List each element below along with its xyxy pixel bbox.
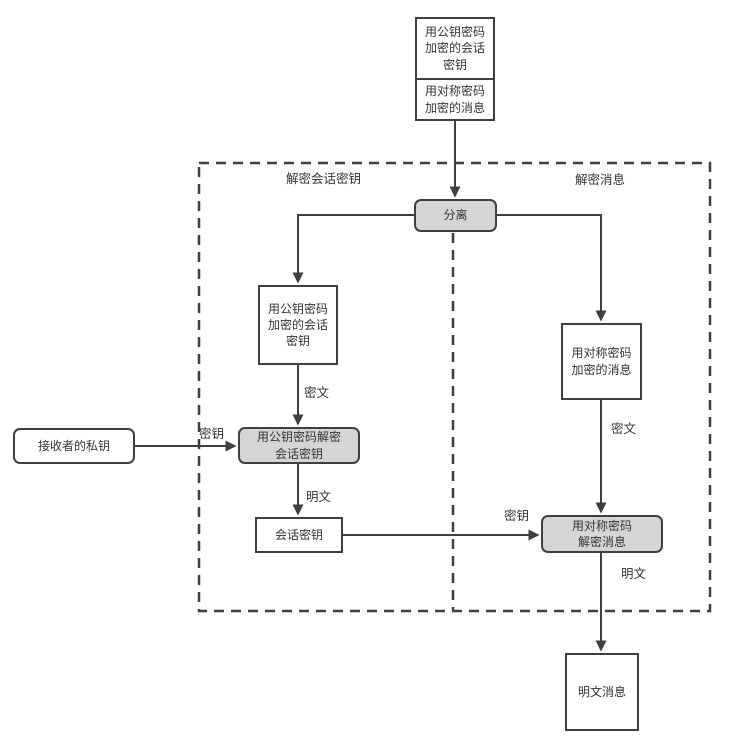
node-session-key: 会话密钥: [255, 517, 343, 553]
edge-label-key-left: 密钥: [199, 426, 225, 441]
node-encrypted-message: 用对称密码 加密的消息: [561, 323, 642, 400]
node-receiver-private-key: 接收者的私钥: [13, 428, 135, 464]
node-input-package: 用公钥密码 加密的会话 密钥 用对称密码 加密的消息: [415, 17, 495, 121]
node-encrypted-session-key: 用公钥密码 加密的会话 密钥: [258, 285, 338, 365]
arrow-separate-to-encrypted-session-key: [292, 214, 414, 284]
section-label-decrypt-session-key: 解密会话密钥: [286, 171, 362, 186]
node-decrypt-session-key: 用公钥密码解密 会话密钥: [238, 427, 360, 464]
edge-label-plaintext-left: 明文: [306, 489, 332, 504]
arrow-separate-to-encrypted-message: [497, 214, 607, 322]
node-input-encrypted-session-key: 用公钥密码 加密的会话 密钥: [417, 19, 493, 80]
section-label-decrypt-message: 解密消息: [575, 172, 626, 187]
edge-label-ciphertext-left: 密文: [304, 385, 330, 400]
edge-label-ciphertext-right: 密文: [611, 421, 637, 436]
edge-label-key-right: 密钥: [504, 508, 530, 523]
node-input-encrypted-message: 用对称密码 加密的消息: [424, 84, 485, 115]
node-separate: 分离: [414, 199, 497, 232]
edge-label-plaintext-right: 明文: [621, 566, 647, 581]
node-plaintext-message: 明文消息: [565, 653, 639, 731]
node-decrypt-message: 用对称密码 解密消息: [541, 515, 663, 553]
